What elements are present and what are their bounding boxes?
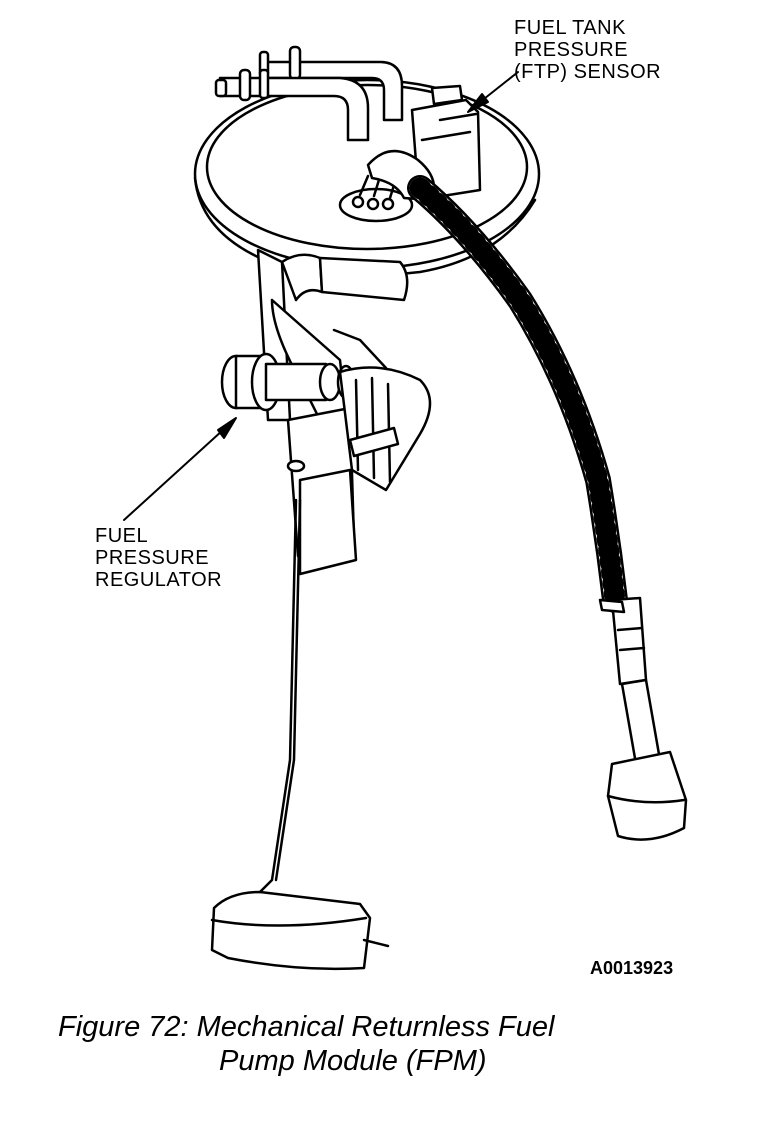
ftp-sensor-label: FUEL TANK PRESSURE (FTP) SENSOR	[514, 17, 661, 83]
figure-id: A0013923	[590, 958, 674, 978]
leader-arrows	[123, 71, 519, 521]
ftp-sensor-label-line-3: (FTP) SENSOR	[514, 61, 662, 83]
regulator-label-line-2: PRESSURE	[95, 547, 210, 569]
regulator-arrow	[123, 419, 235, 521]
figure-caption: Figure 72: Mechanical Returnless Fuel Pu…	[58, 1010, 554, 1078]
caption-line-1: Figure 72: Mechanical Returnless Fuel	[58, 1011, 555, 1043]
fuel-line-fittings	[214, 45, 404, 142]
regulator-label-line-3: REGULATOR	[95, 569, 223, 591]
fuel-pressure-regulator-label: FUEL PRESSURE REGULATOR	[95, 525, 222, 591]
caption-line-2: Pump Module (FPM)	[219, 1045, 487, 1077]
level-sender-float	[210, 498, 390, 971]
ftp-sensor-label-line-1: FUEL TANK	[514, 17, 626, 39]
fuel-pump-body	[286, 366, 432, 576]
wiring-harness	[407, 175, 688, 841]
ftp-sensor-label-line-2: PRESSURE	[514, 39, 629, 61]
regulator-label-line-1: FUEL	[95, 525, 149, 547]
